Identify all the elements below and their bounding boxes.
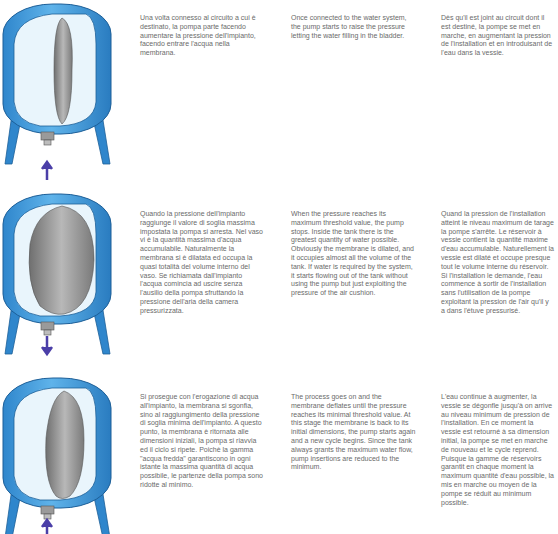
italian-text: Quando la pressione dell'impianto raggiu… — [140, 210, 264, 316]
english-text: Once connected to the water system, the … — [291, 14, 417, 40]
tank-full — [3, 194, 111, 354]
french-text: Quand la pression de l'installation atte… — [441, 210, 554, 316]
tank-filling — [3, 4, 111, 180]
italian-text: Si prosegue con l'erogazione di acqua al… — [140, 393, 264, 490]
french-text: L'eau continue à augmenter, la vessie se… — [441, 393, 554, 507]
english-text: When the pressure reaches its maximum th… — [291, 210, 417, 298]
italian-text: Una volta connesso al circuito a cui è d… — [140, 14, 264, 58]
french-text: Dès qu'il est joint au circuit dont il e… — [441, 14, 554, 58]
english-text: The process goes on and the membrane def… — [291, 393, 417, 472]
tank-emptying — [3, 378, 111, 534]
